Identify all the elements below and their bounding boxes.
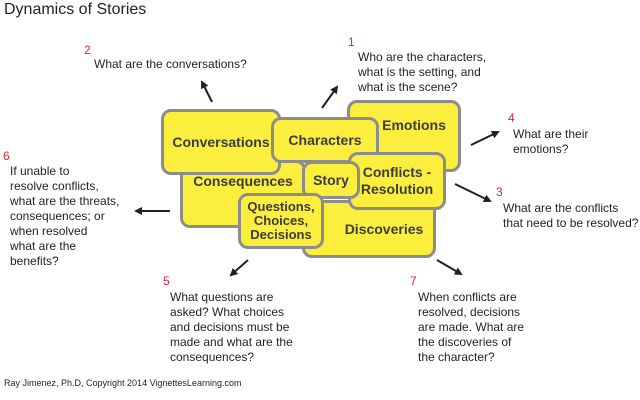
footer-copyright: Ray Jimenez, Ph.D, Copyright 2014 Vignet… — [4, 378, 242, 388]
box-conversations: Conversations — [161, 109, 281, 175]
item-6-number: 6 — [3, 149, 10, 163]
item-2-number: 2 — [84, 43, 91, 57]
box-questions-label: Questions, Choices, Decisions — [247, 199, 315, 242]
diagram-title: Dynamics of Stories — [4, 1, 147, 18]
item-1-number: 1 — [348, 35, 355, 49]
box-discoveries-label: Discoveries — [344, 221, 424, 237]
item-3-number: 3 — [496, 185, 503, 199]
item-3-text: What are the conflicts that need to be r… — [503, 201, 639, 230]
item-5-text: What questions are asked? What choices a… — [170, 290, 293, 364]
item-4-number: 4 — [508, 111, 515, 125]
box-questions-choices-decisions: Questions, Choices, Decisions — [238, 193, 324, 249]
arrow-7 — [436, 259, 463, 276]
box-story-label: Story — [313, 172, 349, 188]
box-characters-label: Characters — [288, 132, 362, 148]
item-5-number: 5 — [163, 274, 170, 288]
box-conflicts-label: Conflicts - Resolution — [360, 164, 434, 197]
arrow-5 — [229, 259, 249, 277]
arrow-3 — [454, 183, 492, 202]
box-story: Story — [302, 161, 360, 199]
arrow-2 — [201, 80, 213, 103]
box-emotions-label: Emotions — [382, 117, 446, 133]
item-6-text: If unable to resolve conflicts, what are… — [10, 164, 120, 268]
item-4-text: What are their emotions? — [513, 127, 589, 156]
arrow-4 — [470, 130, 500, 146]
item-1-text: Who are the characters, what is the sett… — [358, 50, 487, 94]
box-conversations-label: Conversations — [172, 134, 270, 150]
item-7-text: When conflicts are resolved, decisions a… — [418, 290, 525, 364]
item-7-number: 7 — [410, 274, 417, 288]
box-consequences-label: Consequences — [193, 173, 293, 189]
arrow-1 — [321, 85, 339, 109]
box-conflicts-resolution: Conflicts - Resolution — [348, 152, 446, 210]
item-2-text: What are the conversations? — [94, 57, 247, 71]
